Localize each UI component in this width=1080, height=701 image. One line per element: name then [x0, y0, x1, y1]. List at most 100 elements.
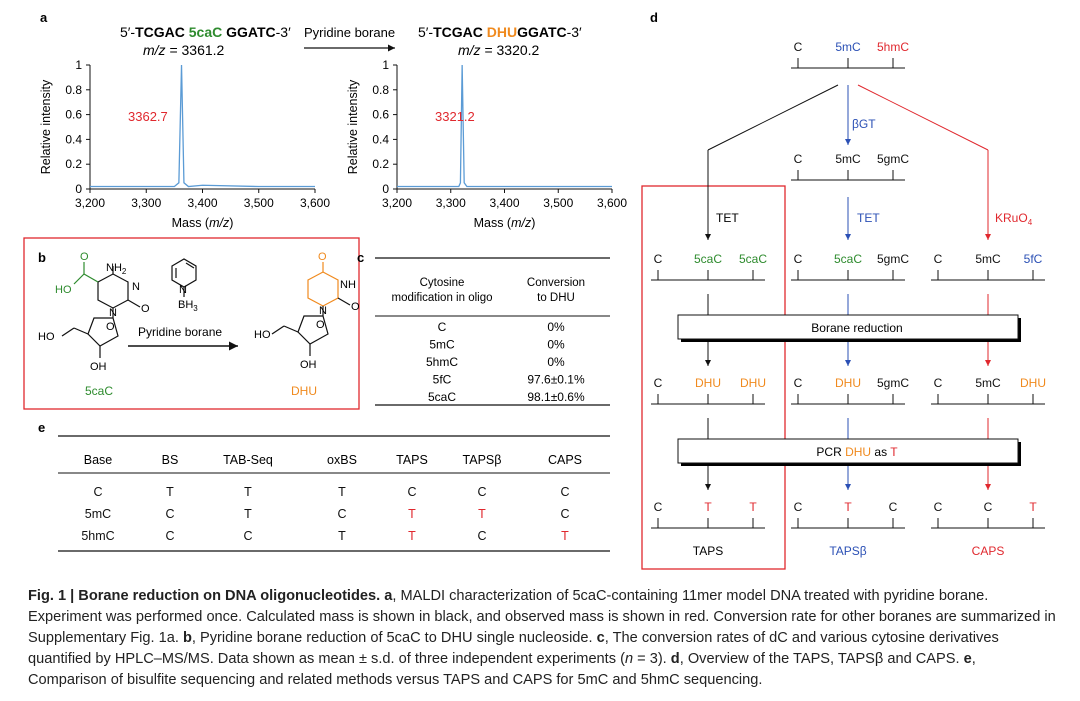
carboxyl-o-label: O	[80, 251, 89, 263]
base-label: C	[889, 500, 898, 514]
ho-label-right: HO	[254, 329, 271, 341]
e-cell: C	[93, 485, 102, 499]
oh-label-right: OH	[300, 359, 317, 371]
x-tick-label: 3,400	[187, 196, 217, 210]
panel-b: b NH2 HO O N O N O HO OH 5caC	[23, 237, 360, 410]
n1-label: N	[109, 307, 117, 319]
base-label: 5gmC	[877, 376, 909, 390]
y-tick-label: 1	[75, 58, 82, 72]
structure-5cac	[61, 262, 141, 358]
e-cell: 5mC	[85, 507, 111, 521]
x-axis-label: Mass (m/z)	[474, 216, 536, 230]
dhu-c2-o-label: O	[351, 301, 360, 313]
sugar-ring-left	[87, 317, 119, 347]
y-tick-label: 0.4	[65, 132, 82, 146]
y-axis-label: Relative intensity	[346, 79, 360, 174]
base-label: DHU	[695, 376, 721, 390]
tet-label-taps: TET	[716, 211, 739, 225]
c-header-conv-1: Conversion	[527, 277, 585, 289]
c-cell-conv: 97.6±0.1%	[527, 373, 585, 387]
base-label: C	[794, 252, 803, 266]
method-name-tapsb: TAPSβ	[829, 544, 866, 558]
base-label: C	[984, 500, 993, 514]
y-tick-label: 0.6	[65, 108, 82, 122]
e-cell: T	[166, 485, 174, 499]
e-header-cell: BS	[162, 453, 179, 467]
base-label: 5caC	[834, 252, 862, 266]
e-header-cell: TAB-Seq	[223, 453, 273, 467]
panel-e-label: e	[38, 420, 45, 435]
pyridine-n-label: N	[179, 284, 187, 296]
c-cell-mod: C	[438, 320, 447, 334]
y-tick-label: 0.8	[65, 83, 82, 97]
base-label: C	[794, 500, 803, 514]
c2-o-label: O	[141, 303, 150, 315]
e-cell: C	[337, 507, 346, 521]
e-header-cell: TAPS	[396, 453, 428, 467]
base-label: C	[934, 500, 943, 514]
base-label: C	[934, 252, 943, 266]
x-tick-label: 3,400	[489, 196, 519, 210]
pyridine-borane-arrow-label: Pyridine borane	[304, 25, 395, 40]
base-label: C	[654, 376, 663, 390]
base-label: C	[654, 500, 663, 514]
x-tick-label: 3,600	[300, 196, 330, 210]
e-header-cell: Base	[84, 453, 113, 467]
e-cell: T	[408, 507, 416, 521]
y-tick-label: 1	[382, 58, 389, 72]
name-dhu: DHU	[291, 384, 317, 398]
spectrum-trace	[90, 64, 315, 188]
dhu-sugar-o-label: O	[316, 319, 325, 331]
y-tick-label: 0.8	[372, 83, 389, 97]
right-sequence: 5′-TCGAC DHUGGATC-3′	[418, 24, 582, 40]
c-header-mod-1: Cytosine	[420, 277, 465, 289]
spectrum-trace	[397, 64, 612, 188]
base-label: 5gmC	[877, 252, 909, 266]
borane-box	[677, 314, 1019, 340]
caption-title: Fig. 1 | Borane reduction on DNA oligonu…	[28, 588, 381, 604]
c-header-conv-2: to DHU	[537, 292, 575, 304]
e-cell: C	[243, 529, 252, 543]
base-label: DHU	[1020, 376, 1046, 390]
panel-d-label: d	[650, 10, 658, 25]
base-label: 5caC	[739, 252, 767, 266]
x-tick-label: 3,300	[436, 196, 466, 210]
base-label: 5mC	[835, 152, 861, 166]
x-tick-label: 3,300	[131, 196, 161, 210]
base-label: C	[654, 252, 663, 266]
right-mz: m/z = 3320.2	[458, 42, 540, 58]
kruo4-label: KRuO4	[995, 211, 1033, 227]
n3-label: N	[132, 281, 140, 293]
x-tick-label: 3,200	[75, 196, 105, 210]
left-mz: m/z = 3361.2	[143, 42, 225, 58]
base-label: C	[794, 40, 803, 54]
base-label: 5mC	[975, 376, 1001, 390]
strand-caps-reduced: C 5mC DHU	[931, 376, 1046, 405]
e-header-cell: oxBS	[327, 453, 357, 467]
x-tick-label: 3,600	[597, 196, 627, 210]
panel-c-label: c	[357, 250, 364, 265]
c-cell-conv: 0%	[547, 320, 565, 334]
c-cell-mod: 5caC	[428, 390, 456, 404]
e-cell: C	[477, 485, 486, 499]
x-tick-label: 3,500	[244, 196, 274, 210]
base-label: 5hmC	[877, 40, 909, 54]
e-cell: T	[408, 529, 416, 543]
base-label: T	[749, 500, 757, 514]
panel-a-label: a	[40, 10, 48, 25]
pcr-label: PCR DHU as T	[816, 445, 898, 459]
c-cell-conv: 98.1±0.6%	[527, 390, 585, 404]
c-cell-conv: 0%	[547, 338, 565, 352]
y-tick-label: 0.6	[372, 108, 389, 122]
reagent-label: Pyridine borane	[138, 325, 222, 339]
base-label: C	[934, 376, 943, 390]
